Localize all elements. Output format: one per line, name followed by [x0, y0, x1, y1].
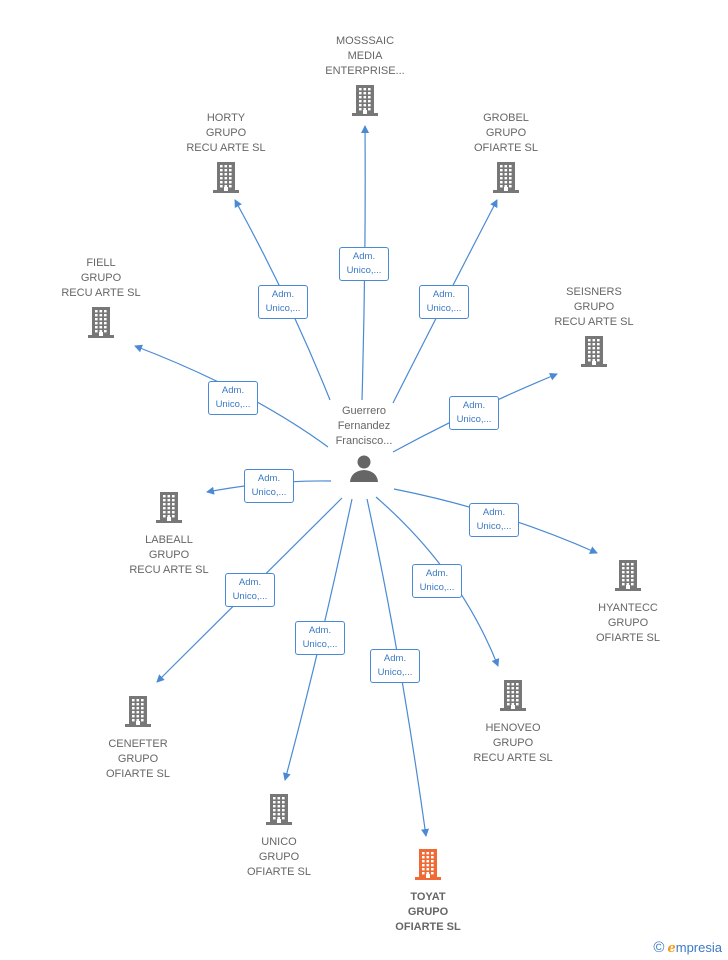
relation-label-horty[interactable]: Adm.Unico,...: [258, 285, 308, 319]
brand-initial: e: [667, 941, 676, 956]
company-node-hyantecc[interactable]: HYANTECC GRUPO OFIARTE SL: [563, 554, 693, 646]
center-person-node[interactable]: Guerrero Fernandez Francisco...: [300, 404, 428, 483]
relation-label-cenefter[interactable]: Adm.Unico,...: [225, 573, 275, 607]
company-label-mosssaic: MOSSSAIC MEDIA ENTERPRISE...: [325, 35, 405, 77]
company-node-labeall[interactable]: LABEALL GRUPO RECU ARTE SL: [104, 486, 234, 578]
company-label-grobel: GROBEL GRUPO OFIARTE SL: [474, 112, 538, 154]
company-node-henoveo[interactable]: HENOVEO GRUPO RECU ARTE SL: [448, 674, 578, 766]
building-icon: [123, 690, 153, 732]
relation-label-henoveo[interactable]: Adm.Unico,...: [412, 564, 462, 598]
building-icon: [413, 843, 443, 885]
person-icon: [350, 455, 378, 482]
company-node-cenefter[interactable]: CENEFTER GRUPO OFIARTE SL: [73, 690, 203, 782]
company-node-grobel[interactable]: GROBEL GRUPO OFIARTE SL: [441, 111, 571, 203]
building-icon: [211, 156, 241, 198]
company-node-mosssaic[interactable]: MOSSSAIC MEDIA ENTERPRISE...: [300, 34, 430, 126]
company-node-unico[interactable]: UNICO GRUPO OFIARTE SL: [214, 788, 344, 880]
company-node-fiell[interactable]: FIELL GRUPO RECU ARTE SL: [36, 256, 166, 348]
company-label-toyat: TOYAT GRUPO OFIARTE SL: [395, 891, 461, 933]
company-label-henoveo: HENOVEO GRUPO RECU ARTE SL: [473, 722, 553, 764]
company-node-horty[interactable]: HORTY GRUPO RECU ARTE SL: [161, 111, 291, 203]
empresia-brand: ©empresia: [653, 939, 722, 956]
company-label-cenefter: CENEFTER GRUPO OFIARTE SL: [106, 738, 170, 780]
building-icon: [498, 674, 528, 716]
building-icon: [613, 554, 643, 596]
company-label-seisners: SEISNERS GRUPO RECU ARTE SL: [554, 286, 634, 328]
building-icon: [264, 788, 294, 830]
relation-label-toyat[interactable]: Adm.Unico,...: [370, 649, 420, 683]
relation-label-labeall[interactable]: Adm.Unico,...: [244, 469, 294, 503]
relation-label-unico[interactable]: Adm.Unico,...: [295, 621, 345, 655]
building-icon: [579, 330, 609, 372]
building-icon: [350, 79, 380, 121]
relation-label-fiell[interactable]: Adm.Unico,...: [208, 381, 258, 415]
company-node-toyat[interactable]: TOYAT GRUPO OFIARTE SL: [363, 843, 493, 935]
building-icon: [86, 301, 116, 343]
brand-name: mpresia: [675, 940, 722, 955]
company-node-seisners[interactable]: SEISNERS GRUPO RECU ARTE SL: [529, 285, 659, 377]
company-label-horty: HORTY GRUPO RECU ARTE SL: [186, 112, 266, 154]
copyright-symbol: ©: [653, 939, 665, 956]
building-icon: [491, 156, 521, 198]
building-icon: [154, 486, 184, 528]
center-person-label: Guerrero Fernandez Francisco...: [335, 405, 393, 447]
relation-label-hyantecc[interactable]: Adm.Unico,...: [469, 503, 519, 537]
company-label-unico: UNICO GRUPO OFIARTE SL: [247, 836, 311, 878]
company-label-labeall: LABEALL GRUPO RECU ARTE SL: [129, 534, 209, 576]
relation-label-grobel[interactable]: Adm.Unico,...: [419, 285, 469, 319]
relation-label-mosssaic[interactable]: Adm.Unico,...: [339, 247, 389, 281]
company-label-hyantecc: HYANTECC GRUPO OFIARTE SL: [596, 602, 660, 644]
company-label-fiell: FIELL GRUPO RECU ARTE SL: [61, 257, 141, 299]
relation-label-seisners[interactable]: Adm.Unico,...: [449, 396, 499, 430]
